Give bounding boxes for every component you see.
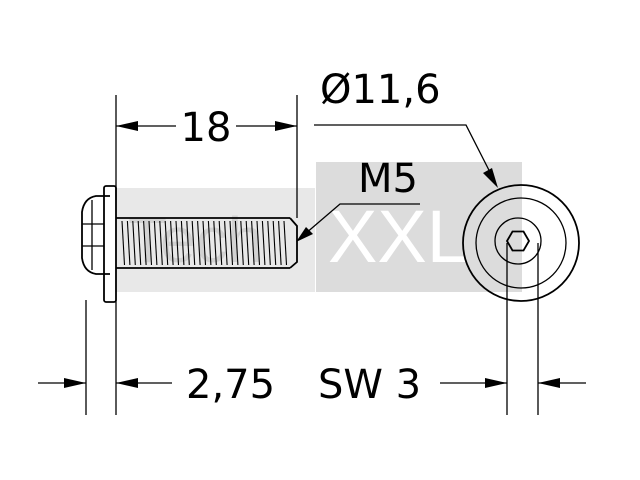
screw-flange bbox=[103, 185, 117, 303]
thread-crest bbox=[170, 220, 174, 266]
dimension-head-height: 2,75 bbox=[38, 362, 275, 408]
thread-crest bbox=[191, 220, 196, 266]
thread-crest bbox=[213, 220, 217, 266]
thread-crest bbox=[143, 220, 147, 266]
thread-crest bbox=[256, 220, 261, 266]
head-socket-circle bbox=[494, 217, 542, 265]
watermark: Tech XXL bbox=[115, 162, 522, 292]
thread-pattern bbox=[121, 220, 288, 266]
arrow-hex-left bbox=[485, 378, 507, 388]
thread-crest bbox=[126, 220, 131, 266]
thread-crest bbox=[283, 220, 288, 266]
watermark-text-xxl: XXL bbox=[328, 195, 468, 278]
thread-crest bbox=[137, 220, 142, 266]
thread-crest bbox=[229, 220, 234, 266]
leader-thread bbox=[297, 203, 420, 241]
thread-crest bbox=[121, 220, 126, 266]
screw-head bbox=[81, 195, 110, 275]
thread-crest bbox=[272, 220, 277, 266]
thread-crest bbox=[234, 220, 239, 266]
thread-crest bbox=[164, 220, 169, 266]
watermark-dark-panel bbox=[316, 162, 522, 292]
thread-crest bbox=[197, 220, 201, 266]
dimension-length: 18 bbox=[116, 105, 297, 151]
head-inner-circle bbox=[475, 197, 567, 289]
thread-crest bbox=[261, 220, 266, 266]
thread-crest bbox=[224, 220, 228, 266]
thread-crest bbox=[218, 220, 223, 266]
thread-crest bbox=[251, 220, 255, 266]
head-height-label: 2,75 bbox=[186, 362, 275, 408]
arrow-thread bbox=[296, 227, 313, 242]
thread-crest bbox=[267, 220, 271, 266]
thread-crest bbox=[132, 220, 136, 266]
thread-crest bbox=[148, 220, 153, 266]
thread-crest bbox=[207, 220, 212, 266]
shank-tip bbox=[289, 217, 298, 269]
hex-socket bbox=[505, 230, 531, 252]
thread-crest bbox=[240, 220, 244, 266]
head-diameter-label: Ø11,6 bbox=[320, 67, 441, 113]
thread-crest bbox=[180, 220, 185, 266]
arrow-head-height-left bbox=[64, 378, 86, 388]
arrow-head-diameter bbox=[483, 168, 498, 188]
thread-label: M5 bbox=[358, 156, 418, 202]
length-label: 18 bbox=[181, 105, 232, 151]
dimension-thread: M5 bbox=[296, 156, 420, 242]
thread-crest bbox=[202, 220, 207, 266]
dimension-head-diameter: Ø11,6 bbox=[314, 67, 498, 188]
head-outer-circle bbox=[462, 184, 580, 302]
watermark-text-tech: Tech bbox=[128, 204, 263, 276]
thread-crest bbox=[186, 220, 190, 266]
thread-crest bbox=[175, 220, 180, 266]
leader-head-diameter bbox=[314, 124, 497, 185]
arrow-head-height-right bbox=[116, 378, 138, 388]
dimension-hex-key: SW 3 bbox=[318, 362, 586, 408]
screw-side-view bbox=[81, 185, 298, 303]
arrow-hex-right bbox=[538, 378, 560, 388]
arrow-length-left bbox=[116, 121, 138, 131]
thread-crest bbox=[153, 220, 158, 266]
thread-crest bbox=[245, 220, 250, 266]
arrow-length-right bbox=[275, 121, 297, 131]
thread-crest bbox=[278, 220, 282, 266]
hex-key-label: SW 3 bbox=[318, 362, 421, 408]
thread-crest bbox=[159, 220, 163, 266]
screw-front-view bbox=[462, 184, 580, 302]
extension-lines bbox=[85, 95, 539, 415]
